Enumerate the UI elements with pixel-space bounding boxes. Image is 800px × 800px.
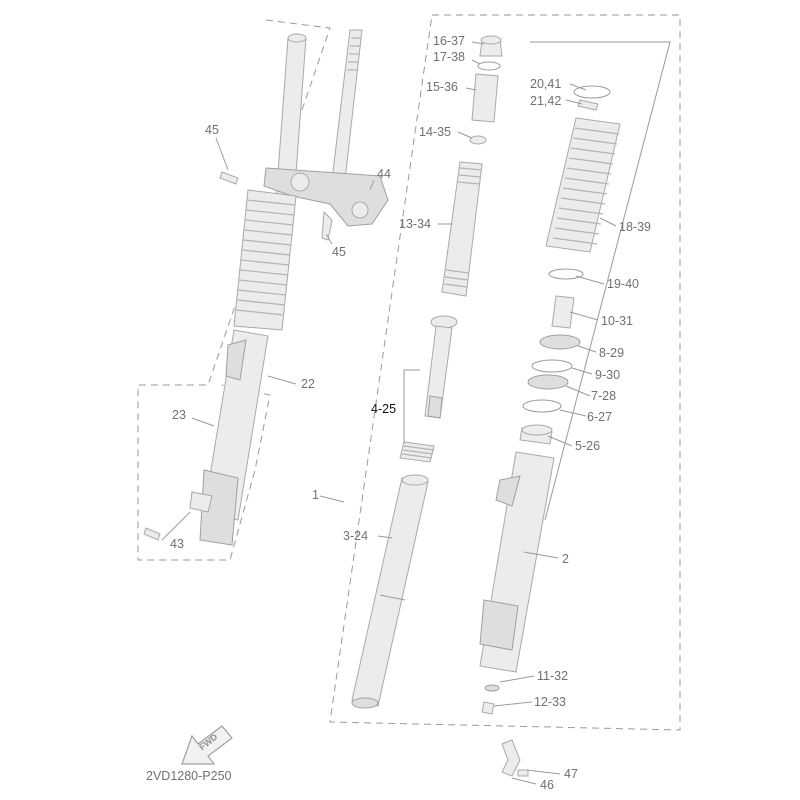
callout-4-25: 4-25 bbox=[371, 402, 397, 416]
boot-clip bbox=[548, 268, 584, 280]
retaining-clip bbox=[531, 359, 573, 373]
callout-13-34: 13-34 bbox=[399, 217, 431, 231]
hose-guide bbox=[501, 739, 521, 777]
left-outer-tube bbox=[203, 329, 269, 521]
damper-assembly bbox=[351, 35, 503, 709]
callout-43: 43 bbox=[170, 537, 184, 551]
callout-47: 47 bbox=[564, 767, 578, 781]
spring-seat bbox=[469, 135, 487, 145]
middle-assembly-outline bbox=[329, 14, 681, 731]
washer bbox=[522, 399, 562, 413]
callout-45-bottom: 45 bbox=[332, 245, 346, 259]
fork-spring bbox=[441, 161, 483, 297]
callout-14-35: 14-35 bbox=[419, 125, 451, 139]
fwd-arrow-icon bbox=[181, 725, 233, 765]
callout-20-41: 20,41 bbox=[530, 77, 562, 91]
callout-16-37: 16-37 bbox=[433, 34, 465, 48]
left-assembly-outline bbox=[137, 19, 331, 561]
spacer-pipe bbox=[471, 73, 499, 123]
callout-1: 1 bbox=[312, 488, 319, 502]
steering-stem bbox=[331, 29, 363, 181]
callout-2: 2 bbox=[562, 552, 569, 566]
right-fork-assembly bbox=[479, 85, 621, 777]
o-ring-top bbox=[477, 61, 501, 71]
callout-11-32: 11-32 bbox=[537, 669, 569, 683]
callout-15-36: 15-36 bbox=[426, 80, 458, 94]
boot-clamp bbox=[573, 85, 611, 99]
collar bbox=[551, 295, 575, 329]
diagram-code: 2VD1280-P250 bbox=[146, 769, 232, 783]
callout-18-39: 18-39 bbox=[619, 220, 651, 234]
callout-12-33: 12-33 bbox=[534, 695, 566, 709]
callout-8-29: 8-29 bbox=[599, 346, 625, 360]
callout-9-30: 9-30 bbox=[595, 368, 621, 382]
leader-lines bbox=[161, 41, 617, 785]
callout-17-38: 17-38 bbox=[433, 50, 465, 64]
callout-23: 23 bbox=[172, 408, 186, 422]
callout-7-28: 7-28 bbox=[591, 389, 617, 403]
right-assembly-outline bbox=[530, 41, 671, 521]
callout-44: 44 bbox=[377, 167, 391, 181]
copper-washer bbox=[484, 684, 500, 692]
callout-6-27: 6-27 bbox=[587, 410, 613, 424]
dust-seal bbox=[539, 334, 581, 350]
callout-46: 46 bbox=[540, 778, 554, 792]
callout-45-top: 45 bbox=[205, 123, 219, 137]
left-fork-assembly bbox=[143, 29, 389, 546]
callout-22: 22 bbox=[301, 377, 315, 391]
inner-tube bbox=[351, 477, 429, 707]
callout-5-26: 5-26 bbox=[575, 439, 601, 453]
callout-10-31: 10-31 bbox=[601, 314, 633, 328]
callout-21-42: 21,42 bbox=[530, 94, 562, 108]
callout-19-40: 19-40 bbox=[607, 277, 639, 291]
drain-bolt bbox=[481, 701, 495, 715]
oil-seal bbox=[527, 374, 569, 390]
callout-3-24: 3-24 bbox=[343, 529, 369, 543]
